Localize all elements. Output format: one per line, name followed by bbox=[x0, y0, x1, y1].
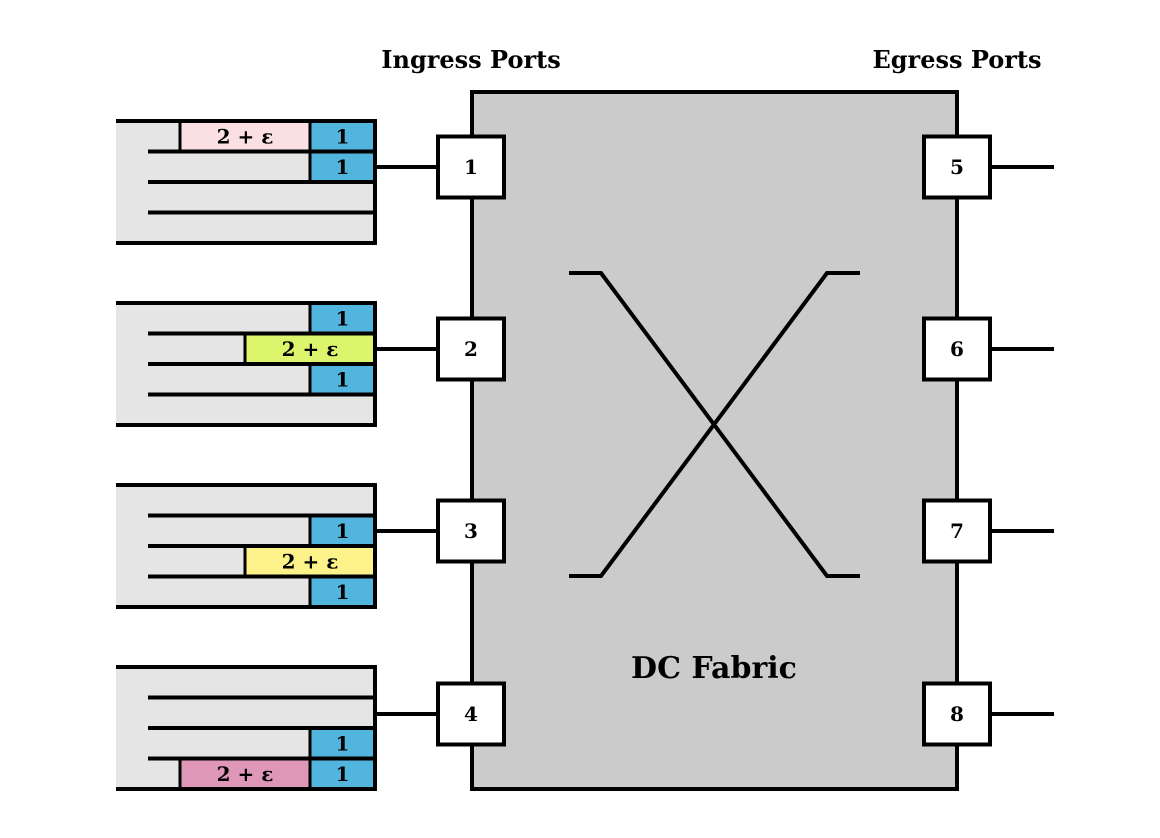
crossbar-path-up bbox=[569, 271, 860, 578]
ingress-ports-title: Ingress Ports bbox=[381, 45, 560, 74]
ingress-port-group-1: 1 2 + ε 1 1 bbox=[116, 119, 506, 245]
egress-port-box bbox=[922, 316, 992, 382]
packet-label: 1 bbox=[336, 124, 350, 148]
ingress-layer: 1 2 + ε 1 1 1 2 + ε 1 2 1 2 + ε 1 3 1 1 2 + ε 4 bbox=[116, 119, 506, 791]
egress-port-box bbox=[922, 681, 992, 747]
egress-port-label: 8 bbox=[950, 702, 964, 726]
ingress-port-box bbox=[436, 134, 506, 200]
ingress-port-label: 1 bbox=[464, 155, 478, 179]
dc-fabric-box bbox=[470, 90, 959, 791]
egress-layer: 5 6 7 8 bbox=[922, 134, 1054, 747]
ingress-port-box bbox=[436, 498, 506, 564]
egress-ports-title: Egress Ports bbox=[872, 45, 1041, 74]
ingress-port-label: 3 bbox=[464, 519, 478, 543]
packet-label: 1 bbox=[336, 367, 350, 391]
ingress-port-label: 4 bbox=[464, 702, 478, 726]
packet-label: 1 bbox=[336, 155, 350, 179]
ingress-port-group-4: 1 1 2 + ε 4 bbox=[116, 665, 506, 791]
packet-label: 2 + ε bbox=[282, 337, 339, 361]
ingress-port-group-2: 1 2 + ε 1 2 bbox=[116, 301, 506, 427]
packet-label: 2 + ε bbox=[282, 549, 339, 573]
ingress-port-label: 2 bbox=[464, 337, 478, 361]
ingress-port-group-3: 1 2 + ε 1 3 bbox=[116, 483, 506, 609]
packet-label: 2 + ε bbox=[217, 762, 274, 786]
packet-label: 1 bbox=[336, 762, 350, 786]
egress-port-group-8: 8 bbox=[922, 681, 1054, 747]
egress-port-box bbox=[922, 498, 992, 564]
egress-port-label: 6 bbox=[950, 337, 964, 361]
ingress-port-box bbox=[436, 316, 506, 382]
egress-port-box bbox=[922, 134, 992, 200]
packet-label: 1 bbox=[336, 731, 350, 755]
egress-port-group-7: 7 bbox=[922, 498, 1054, 564]
egress-port-label: 5 bbox=[950, 155, 964, 179]
egress-port-group-5: 5 bbox=[922, 134, 1054, 200]
dc-fabric-label: DC Fabric bbox=[631, 651, 797, 686]
crossbar-icon bbox=[569, 271, 860, 578]
packet-label: 1 bbox=[336, 519, 350, 543]
packet-label: 2 + ε bbox=[217, 124, 274, 148]
packet-label: 1 bbox=[336, 580, 350, 604]
egress-port-group-6: 6 bbox=[922, 316, 1054, 382]
packet-label: 1 bbox=[336, 306, 350, 330]
ingress-port-box bbox=[436, 681, 506, 747]
egress-port-label: 7 bbox=[950, 519, 964, 543]
